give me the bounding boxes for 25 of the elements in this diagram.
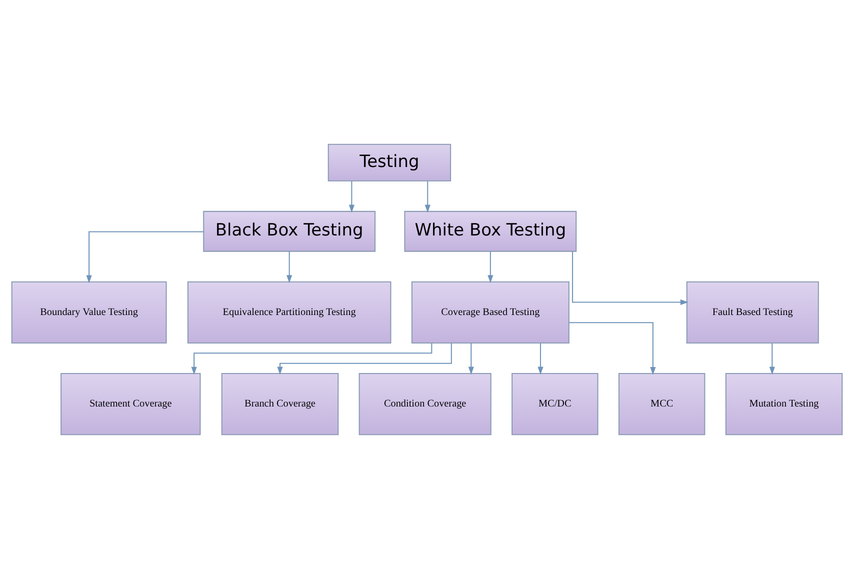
arrow	[572, 250, 688, 305]
node-box: MC/DC	[512, 372, 598, 435]
arrow	[538, 342, 544, 374]
node-box: MCC	[618, 372, 706, 435]
arrow	[286, 250, 292, 283]
arrow	[86, 230, 204, 283]
arrow	[277, 342, 452, 374]
node-box: Statement Coverage	[60, 372, 201, 435]
node-box: Coverage Based Testing	[411, 280, 570, 343]
arrow	[424, 180, 430, 212]
arrow	[769, 342, 775, 374]
node-box: Branch Coverage	[221, 372, 339, 435]
arrow	[348, 180, 354, 212]
node-box: Black Box Testing	[203, 210, 376, 252]
arrow	[569, 322, 656, 375]
node-box: Mutation Testing	[725, 372, 843, 435]
node-box: White Box Testing	[404, 210, 577, 252]
node-box: Boundary Value Testing	[11, 280, 167, 343]
arrow	[488, 250, 494, 283]
arrow	[468, 342, 474, 374]
node-box: Condition Coverage	[358, 372, 492, 435]
node-box: Equivalence Partitioning Testing	[187, 280, 392, 343]
node-box: Fault Based Testing	[686, 280, 819, 343]
arrow	[191, 342, 432, 374]
node-box: Testing	[328, 143, 452, 181]
